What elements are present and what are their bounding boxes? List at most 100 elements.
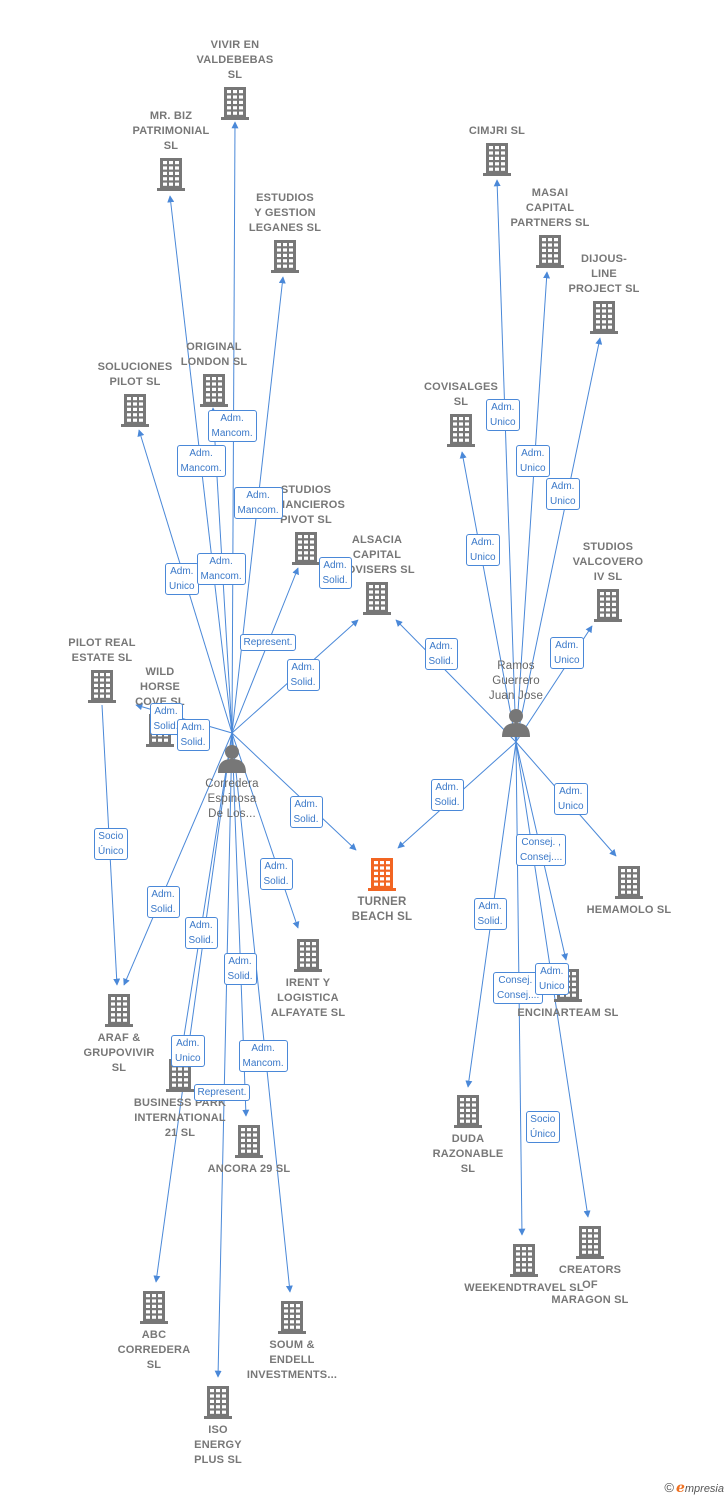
- edge-role-label-line: Adm.: [294, 799, 318, 810]
- node-label-line: De Los...: [208, 808, 256, 820]
- edge-role-label[interactable]: Adm.Mancom.: [207, 410, 257, 442]
- edge-role-label[interactable]: Adm.Solid.: [424, 638, 458, 670]
- edge-role-label-line: Solid.: [434, 797, 460, 808]
- building-icon: [121, 394, 149, 427]
- building-icon: [294, 939, 322, 972]
- node-label-line: LONDON SL: [180, 356, 248, 368]
- building-icon: [615, 866, 643, 899]
- edge-role-label[interactable]: Adm.Unico: [486, 399, 520, 431]
- edge-role-label[interactable]: Adm.Solid.: [146, 886, 180, 918]
- edge-role-label-line: Socio: [530, 1114, 556, 1125]
- edge-role-label[interactable]: Adm.Unico: [554, 783, 588, 815]
- edge-role-label[interactable]: Adm.Unico: [466, 534, 500, 566]
- edge-role-label[interactable]: Consej. ,Consej....: [516, 834, 567, 866]
- edge-role-label[interactable]: Adm.Solid.: [184, 917, 218, 949]
- edge-role-label[interactable]: Adm.Unico: [535, 963, 569, 995]
- edge-role-label[interactable]: Adm.Mancom.: [233, 487, 283, 519]
- edge-role-label-line: Consej. ,: [498, 975, 538, 986]
- edge-role-label[interactable]: Consej. ,Consej....: [493, 972, 544, 1004]
- edge-role-label-line: Adm.: [435, 782, 459, 793]
- node-label-line: WEEKENDTRAVEL SL: [464, 1282, 584, 1294]
- edge-role-label[interactable]: Adm.Mancom.: [196, 553, 246, 585]
- edge-role-label[interactable]: Adm.Solid.: [259, 858, 293, 890]
- edge-role-label[interactable]: Adm.Unico: [546, 478, 580, 510]
- edge-role-label[interactable]: Adm.Mancom.: [238, 1040, 288, 1072]
- empresia-brand[interactable]: ©empresia: [664, 1480, 724, 1496]
- node-label-line: ARAF &: [97, 1032, 141, 1044]
- building-icon: [221, 87, 249, 120]
- node-hemamolo[interactable]: HEMAMOLO SL: [564, 865, 694, 918]
- edge-role-label[interactable]: Adm.Unico: [165, 563, 199, 595]
- edge-role-label[interactable]: Represent.: [239, 633, 297, 651]
- building-icon: [536, 235, 564, 268]
- edge-role-label-line: Mancom.: [237, 505, 279, 516]
- empresia-logo-icon: e: [675, 1480, 685, 1496]
- building-icon: [363, 582, 391, 615]
- edge-role-label[interactable]: Adm. Solid.: [430, 779, 464, 811]
- edge-role-label-line: Unico: [470, 552, 496, 563]
- edge-role-label-line: Solid.: [263, 876, 289, 887]
- node-label-line: ANCORA 29 SL: [207, 1163, 291, 1175]
- edge-role-label[interactable]: Adm.Solid.: [286, 659, 320, 691]
- edge-role-label-line: Adm.: [189, 920, 213, 931]
- edge-role-label-line: Adm.: [478, 901, 502, 912]
- node-label-line: ENDELL: [269, 1354, 315, 1366]
- edge-role-label-line: Adm.: [491, 402, 515, 413]
- node-weekend[interactable]: WEEKENDTRAVEL SL: [459, 1243, 589, 1296]
- edge-corredera-to-iso: [214, 732, 233, 1378]
- edge-role-label[interactable]: Represent.: [193, 1083, 251, 1101]
- edge-role-label[interactable]: Adm.Unico: [516, 445, 550, 477]
- edge-role-label[interactable]: Adm.Solid.: [318, 557, 352, 589]
- edge-role-label[interactable]: Adm.Solid.: [473, 898, 507, 930]
- edge-role-label[interactable]: Adm.Unico: [171, 1035, 205, 1067]
- edge-role-label-line: Represent.: [243, 636, 293, 648]
- edge-role-label-line: Mancom.: [242, 1058, 284, 1069]
- edge-role-label[interactable]: Adm.Solid.: [223, 953, 257, 985]
- edge-role-label[interactable]: Adm.Solid.: [176, 719, 210, 751]
- node-cimjri[interactable]: CIMJRI SL: [432, 124, 562, 176]
- building-icon: [594, 589, 622, 622]
- node-label-line: COVISALGES: [423, 381, 499, 393]
- edge-role-label-line: Represent.: [197, 1086, 247, 1098]
- edge-role-label[interactable]: Adm.Unico: [550, 637, 584, 669]
- node-label-line: Corredera: [205, 778, 259, 790]
- node-label-line: RAZONABLE: [432, 1148, 504, 1160]
- edge-role-label-line: Adm.: [170, 566, 194, 577]
- node-label-line: PROJECT SL: [568, 283, 640, 295]
- edge-role-label[interactable]: Adm.Mancom.: [176, 445, 226, 477]
- edge-role-label[interactable]: Adm.Solid.: [289, 796, 323, 828]
- node-ancora[interactable]: ANCORA 29 SL: [184, 1124, 314, 1177]
- node-label-line: MR. BIZ: [149, 110, 193, 122]
- edge-role-label-line: Único: [530, 1129, 556, 1140]
- building-icon: [157, 158, 185, 191]
- node-label-line: OF: [582, 1279, 598, 1291]
- edge-role-label-line: Adm.: [291, 662, 315, 673]
